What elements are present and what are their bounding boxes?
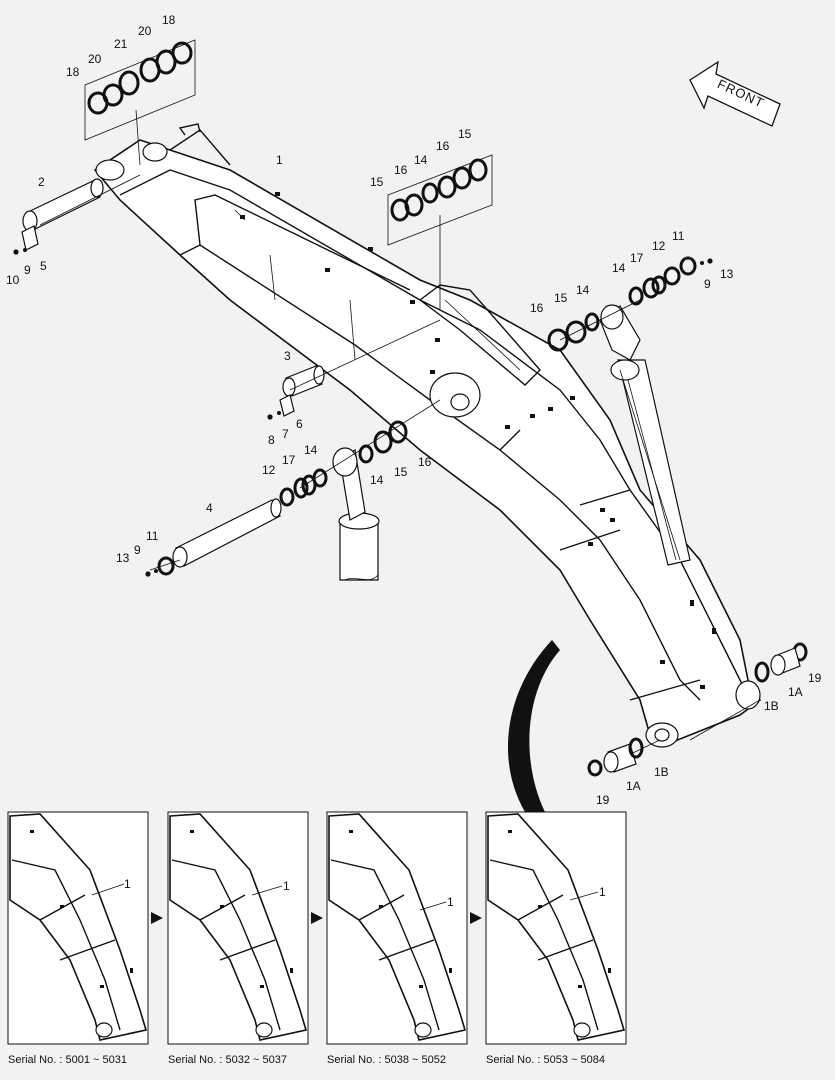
part-label: 15 [394,465,408,479]
part-label: 18 [66,65,80,79]
part-label: 15 [458,127,472,141]
pin-2 [22,178,104,232]
next-arrow-icon [151,912,163,924]
pin-4 [172,498,282,568]
part-label: 1 [276,153,283,167]
part-label: 19 [596,793,610,807]
part-label: 5 [40,259,47,273]
part-label: 14 [370,473,384,487]
part-label: 16 [394,163,408,177]
part-label: 21 [114,37,128,51]
part-label: 7 [282,427,289,441]
bushings-right [754,642,808,683]
part-label: 9 [704,277,711,291]
serial-range: Serial No. : 5032 ~ 5037 [168,1054,287,1066]
washer-stack-left [157,420,408,576]
boom-main [93,123,762,748]
bolts [13,248,713,577]
part-label: 19 [808,671,822,685]
part-label: 11 [672,229,685,243]
part-label: 13 [116,551,130,565]
part-label: 14 [414,153,428,167]
boom-cylinder-right [599,304,691,566]
part-label: 1B [764,699,779,713]
next-arrow-icon [470,912,482,924]
boom-cylinder-left [332,447,380,581]
part-label: 13 [720,267,734,281]
part-label: 8 [268,433,275,447]
part-label: 16 [530,301,544,315]
variant-panel: 1 Serial No. : 5053 ~ 5084 [485,811,627,1066]
part-label: 9 [24,263,31,277]
part-label: 20 [138,24,152,38]
variant-part-label: 1 [447,895,454,909]
part-label: 17 [282,453,296,467]
serial-range: Serial No. : 5053 ~ 5084 [486,1054,605,1066]
next-arrow-icon [311,912,323,924]
variant-panel: 1 Serial No. : 5001 ~ 5031 [7,811,149,1066]
part-label: 2 [38,175,45,189]
part-label: 1B [654,765,669,779]
part-label: 18 [162,13,176,27]
stopper-plate-5 [21,225,39,251]
washer-stack-mid [390,158,488,222]
washer-group-box-top [84,39,196,141]
front-arrow-icon: FRONT [689,60,781,127]
part-label: 10 [6,273,20,287]
part-label: 15 [554,291,568,305]
part-label: 14 [304,443,318,457]
serial-range: Serial No. : 5038 ~ 5052 [327,1054,446,1066]
part-label: 4 [206,501,213,515]
part-label: 20 [88,52,102,66]
part-label: 16 [418,455,432,469]
bushings-left [587,737,644,777]
stopper-plate-6 [279,394,295,417]
part-label: 1A [788,685,803,699]
part-label: 14 [612,261,626,275]
part-label: 3 [284,349,291,363]
variant-panel: 1 Serial No. : 5038 ~ 5052 [326,811,468,1066]
washer-stack-right [547,256,697,352]
detail-pointer [507,640,560,812]
variant-panel: 1 Serial No. : 5032 ~ 5037 [167,811,309,1066]
part-label: 14 [576,283,590,297]
variant-part-label: 1 [283,879,290,893]
serial-variant-panels: 1 Serial No. : 5001 ~ 5031 1 Serial No. … [7,811,627,1066]
part-label: 12 [262,463,276,477]
part-labels: 1 2 3 4 5 6 7 8 9 10 18 20 21 20 18 15 1… [6,13,822,807]
washer-stack-top [87,41,193,115]
part-label: 17 [630,251,644,265]
part-label: 12 [652,239,666,253]
part-label: 9 [134,543,141,557]
part-label: 11 [146,529,159,543]
part-label: 6 [296,417,303,431]
part-label: 15 [370,175,384,189]
variant-part-label: 1 [599,885,606,899]
part-label: 16 [436,139,450,153]
variant-part-label: 1 [124,877,131,891]
pin-3 [282,365,325,397]
serial-range: Serial No. : 5001 ~ 5031 [8,1054,127,1066]
part-label: 1A [626,779,641,793]
